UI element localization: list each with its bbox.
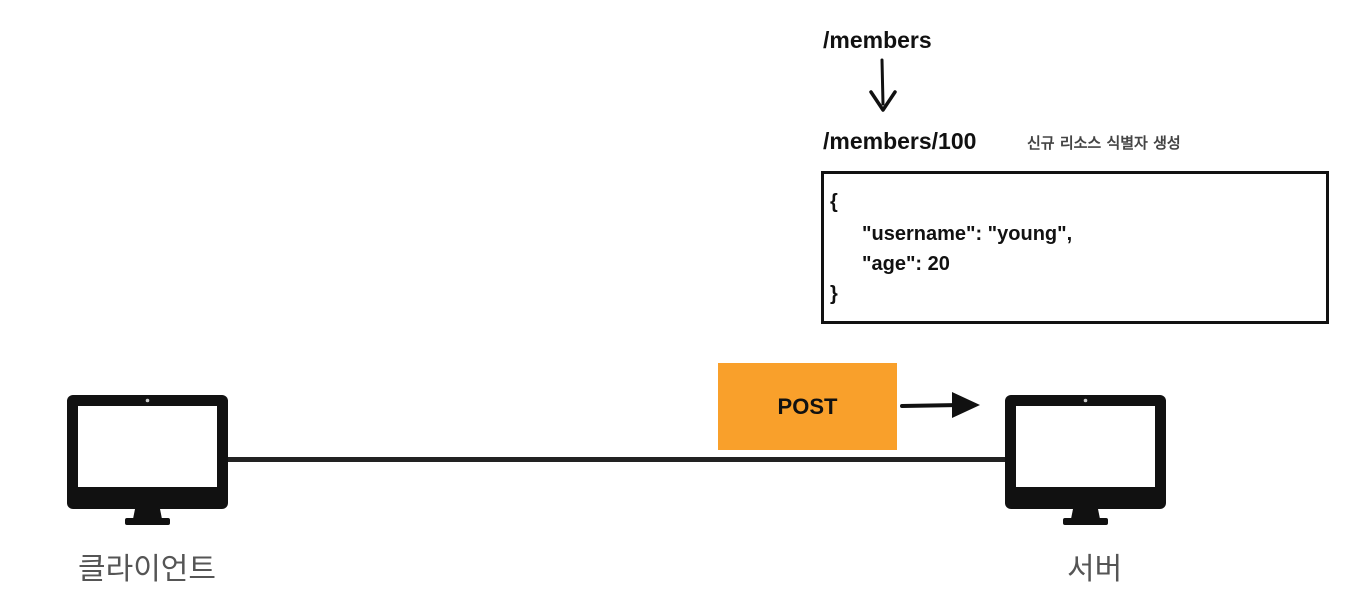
json-open-brace: { <box>830 191 838 213</box>
json-username-line: "username": "young", <box>862 223 1073 245</box>
client-label: 클라이언트 <box>78 552 216 587</box>
post-method-box: POST <box>718 363 897 450</box>
arrow-down-icon <box>869 58 897 112</box>
post-method-label: POST <box>777 393 838 419</box>
request-body-box: { "username": "young", "age": 20 } <box>821 171 1329 324</box>
server-monitor-icon <box>1005 395 1166 525</box>
client-monitor-icon <box>67 395 228 525</box>
collection-path-label: /members <box>823 27 932 53</box>
arrow-right-icon <box>900 392 980 418</box>
resource-path-label: /members/100 <box>823 128 977 154</box>
server-label: 서버 <box>1067 552 1123 587</box>
network-connection-line <box>226 457 1007 462</box>
new-resource-id-note: 신규 리소스 식별자 생성 <box>1027 134 1181 152</box>
json-age-line: "age": 20 <box>862 253 950 275</box>
json-close-brace: } <box>830 283 838 305</box>
